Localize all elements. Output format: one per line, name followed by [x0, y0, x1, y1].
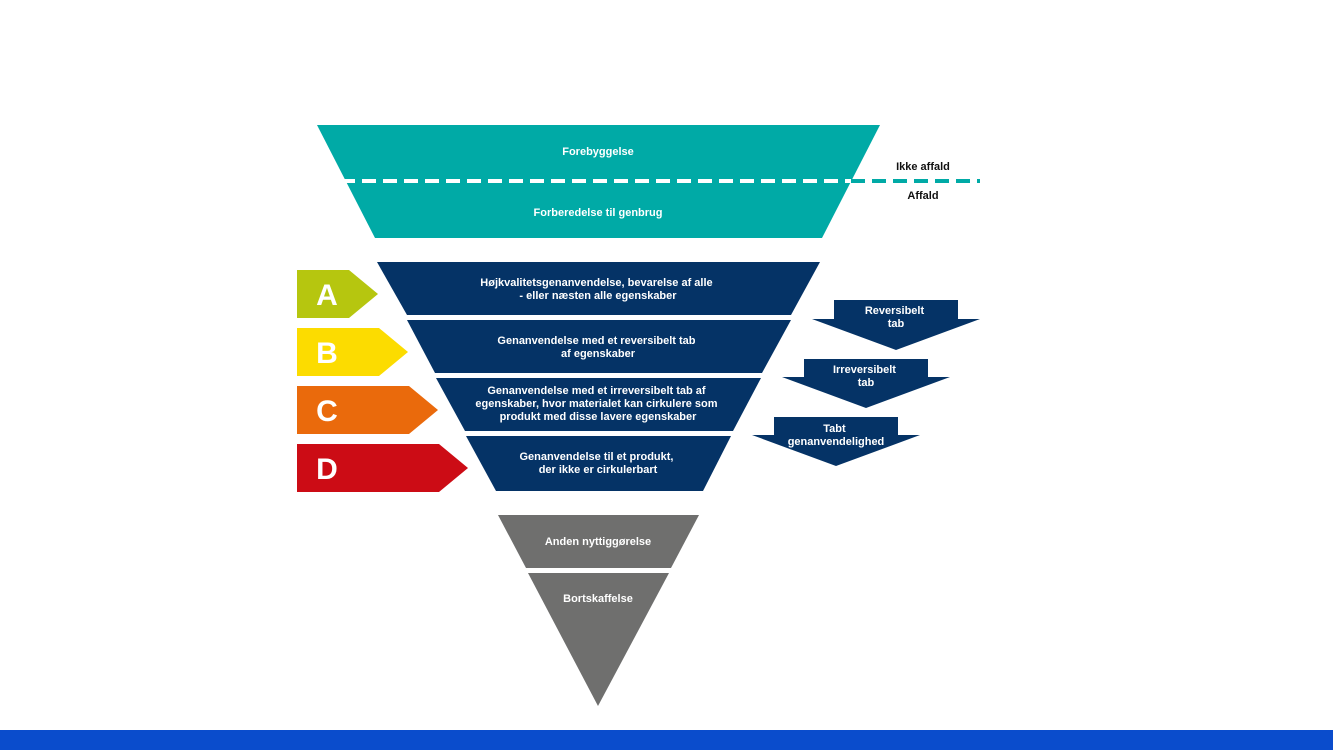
- arrow-lost-recyclability-line-1: Tabt: [823, 423, 846, 435]
- arrow-reversible-loss-text: Reversibelt tab: [865, 305, 927, 330]
- grade-tag-d: [297, 444, 468, 492]
- recycling-band-c: [436, 378, 761, 431]
- recycling-text-a-line-2: - eller næsten alle egenskaber: [519, 290, 677, 302]
- grade-letter-a: A: [316, 279, 338, 312]
- footer-bar: [0, 730, 1333, 750]
- arrow-reversible-loss: [812, 300, 980, 350]
- preparation-for-reuse-label: Forberedelse til genbrug: [534, 207, 663, 219]
- arrow-irreversible-loss-line-2: tab: [858, 377, 875, 389]
- arrow-irreversible-loss: [782, 359, 950, 408]
- recycling-text-a: Højkvalitetsgenanvendelse, bevarelse af …: [480, 277, 715, 302]
- arrow-irreversible-loss-text: Irreversibelt tab: [833, 364, 899, 389]
- non-waste-section: Forebyggelse Forberedelse til genbrug Ik…: [317, 125, 980, 238]
- recycling-text-b: Genanvendelse med et reversibelt tab af …: [497, 335, 698, 360]
- arrow-irreversible-loss-line-1: Irreversibelt: [833, 364, 896, 376]
- other-recovery-label: Anden nyttiggørelse: [545, 536, 651, 548]
- grade-tag-c: [297, 386, 438, 434]
- recycling-text-c-line-1: Genanvendelse med et irreversibelt tab a…: [487, 385, 706, 397]
- waste-label: Affald: [907, 190, 938, 202]
- recycling-text-d-line-2: der ikke er cirkulerbart: [539, 464, 658, 476]
- recycling-text-c-line-2: egenskaber, hvor materialet kan cirkuler…: [475, 398, 717, 410]
- other-recovery-band: [498, 515, 699, 568]
- recycling-text-a-line-1: Højkvalitetsgenanvendelse, bevarelse af …: [480, 277, 712, 289]
- disposal-band: [528, 573, 669, 706]
- recycling-text-c-line-3: produkt med disse lavere egenskaber: [500, 411, 698, 423]
- grade-letter-d: D: [316, 453, 338, 486]
- grade-tag-b: [297, 328, 408, 376]
- grade-letter-c: C: [316, 395, 338, 428]
- recycling-band-b: [407, 320, 791, 373]
- disposal-label: Bortskaffelse: [563, 593, 633, 605]
- prevention-label: Forebyggelse: [562, 146, 634, 158]
- disposal-section: Anden nyttiggørelse Bortskaffelse: [498, 515, 699, 706]
- arrow-lost-recyclability: [752, 417, 920, 466]
- grade-letter-b: B: [316, 337, 338, 370]
- recycling-section: Højkvalitetsgenanvendelse, bevarelse af …: [377, 262, 820, 491]
- recycling-band-a: [377, 262, 820, 315]
- recycling-text-b-line-1: Genanvendelse med et reversibelt tab: [497, 335, 695, 347]
- recycling-text-d: Genanvendelse til et produkt, der ikke e…: [519, 451, 676, 476]
- arrow-reversible-loss-line-1: Reversibelt: [865, 305, 925, 317]
- arrow-reversible-loss-line-2: tab: [888, 318, 905, 330]
- recycling-band-d: [466, 436, 731, 491]
- arrow-lost-recyclability-line-2: genanvendelighed: [788, 436, 885, 448]
- arrow-lost-recyclability-text: Tabt genanvendelighed: [788, 423, 885, 448]
- quality-loss-arrows: Reversibelt tab Irreversibelt tab Tabt g…: [752, 300, 980, 466]
- recycling-text-b-line-2: af egenskaber: [561, 348, 636, 360]
- recycling-text-d-line-1: Genanvendelse til et produkt,: [519, 451, 673, 463]
- not-waste-label: Ikke affald: [896, 161, 950, 173]
- grade-tag-a: [297, 270, 378, 318]
- recycling-text-c: Genanvendelse med et irreversibelt tab a…: [475, 385, 720, 423]
- grade-tags: A B C D: [297, 270, 468, 492]
